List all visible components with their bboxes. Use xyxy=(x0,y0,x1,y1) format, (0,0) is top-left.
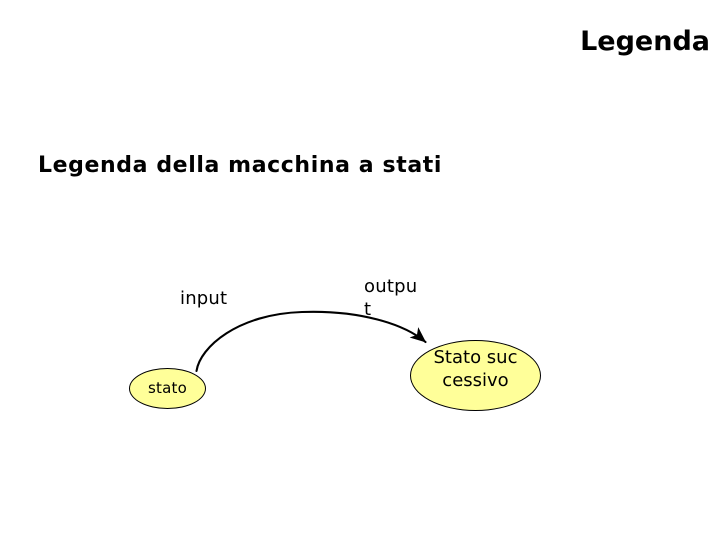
node-stato-successivo[interactable]: Stato successivo xyxy=(410,340,541,411)
node-stato[interactable]: stato xyxy=(129,368,206,409)
transition-arrow-icon xyxy=(195,310,427,373)
slide-title: Legenda della macchina a stati xyxy=(38,153,443,178)
node-stato-successivo-label: Stato successivo xyxy=(433,347,518,391)
edge-label-output: output xyxy=(364,276,418,320)
node-stato-label: stato xyxy=(148,378,187,397)
edge-label-input: input xyxy=(180,288,228,309)
header-title: Legenda xyxy=(580,26,710,57)
